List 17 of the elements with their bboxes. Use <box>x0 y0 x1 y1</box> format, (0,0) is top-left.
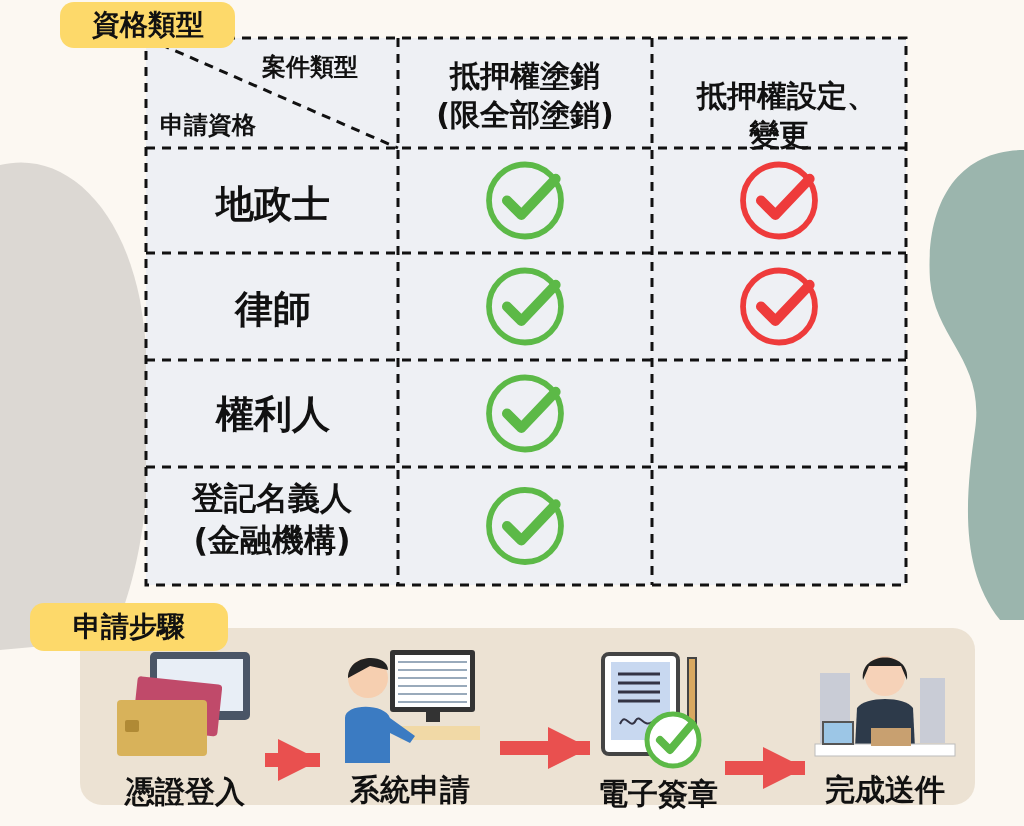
column-heading: 抵押權設定、變更 <box>697 77 861 154</box>
arrow <box>725 747 805 789</box>
column-heading: 案件類型 <box>261 52 359 83</box>
step-label: 完成送件 <box>824 771 946 809</box>
row-label: 地政士 <box>214 181 331 228</box>
arrow <box>500 727 590 769</box>
step-label: 電子簽章 <box>596 775 719 813</box>
heading-badge: 資格類型 <box>60 2 235 48</box>
step-label: 系統申請 <box>349 771 471 809</box>
row-label: 權利人 <box>214 391 331 438</box>
row-label: 律師 <box>233 286 312 333</box>
row-label: 登記名義人(金融機構) <box>190 478 353 561</box>
column-heading: 抵押權塗銷(限全部塗銷) <box>435 57 615 134</box>
row-heading: 申請資格 <box>160 110 257 141</box>
step-label: 憑證登入 <box>123 773 246 811</box>
heading-badge: 申請步驟 <box>30 603 228 651</box>
arrow <box>265 739 320 781</box>
